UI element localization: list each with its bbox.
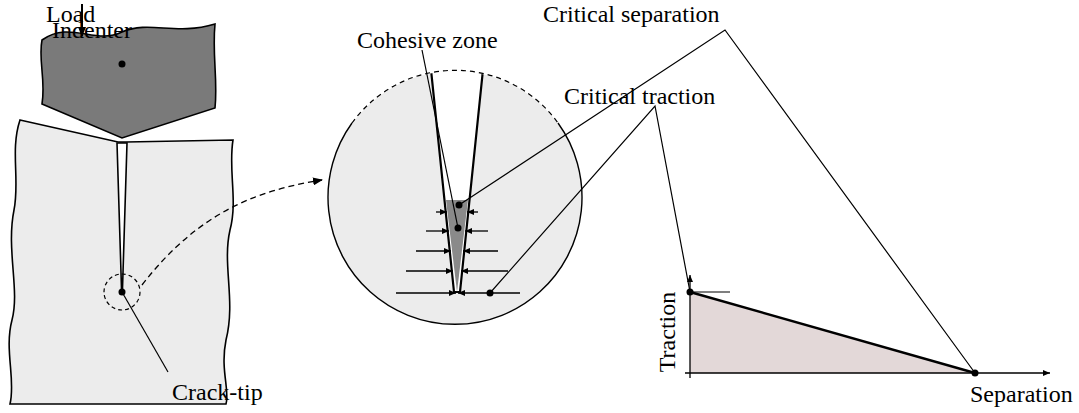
separation-axis-label: Separation <box>970 382 1073 406</box>
critical-traction-label: Critical traction <box>564 84 715 108</box>
crack <box>117 143 127 292</box>
crack-tip-label: Crack-tip <box>172 380 263 404</box>
traction-axis-label: Traction <box>655 292 679 372</box>
traction-separation-law <box>690 292 975 373</box>
critical-separation-label: Critical separation <box>543 2 720 26</box>
cohesive-zone-label: Cohesive zone <box>357 28 498 52</box>
specimen-body <box>9 120 233 404</box>
indenter-label: Indenter <box>52 18 132 42</box>
